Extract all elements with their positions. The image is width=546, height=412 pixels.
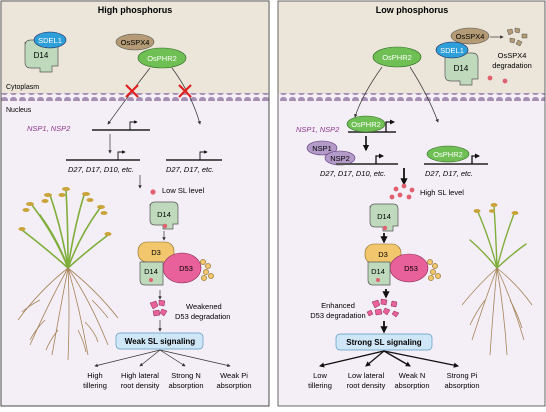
panel-title: High phosphorus <box>98 5 173 15</box>
d53-note-2-right: D53 degradation <box>310 311 365 320</box>
svg-text:D14: D14 <box>377 212 391 221</box>
d53-note-2: D53 degradation <box>175 312 230 321</box>
svg-text:SDEL1: SDEL1 <box>440 46 464 55</box>
svg-text:D14: D14 <box>144 267 158 276</box>
blocked-arrow-1 <box>107 67 151 125</box>
svg-text:D14: D14 <box>34 51 49 60</box>
svg-text:NSP2: NSP2 <box>330 154 350 163</box>
svg-text:OsPHR2: OsPHR2 <box>433 150 463 159</box>
svg-text:absorption: absorption <box>444 381 479 390</box>
svg-text:root density: root density <box>121 381 160 390</box>
d53-note-1-right: Enhanced <box>321 301 355 310</box>
svg-text:D53: D53 <box>404 264 418 273</box>
cytoplasm-label: Cytoplasm <box>6 84 39 91</box>
d-genes-right: D27, D17, etc. <box>166 165 214 174</box>
d-genes-right-right: D27, D17, etc. <box>425 169 473 178</box>
nsp-genes-right: NSP1, NSP2 <box>296 125 340 134</box>
signaling-box <box>115 332 204 350</box>
sl-level: Low SL level <box>162 186 205 195</box>
signaling-label-right: Strong SL signaling <box>346 338 422 347</box>
outcomes-right: Low tillering Low lateral root density W… <box>308 371 479 390</box>
svg-text:NSP1: NSP1 <box>312 144 332 153</box>
svg-text:OsPHR2: OsPHR2 <box>351 120 381 129</box>
panel-title-right: Low phosphorus <box>376 5 449 15</box>
osspx4-fragments <box>506 27 528 47</box>
d14-protein-2: D14 <box>149 201 179 230</box>
svg-text:D14: D14 <box>454 64 469 73</box>
outcomes: High tillering High lateral root density… <box>83 371 251 390</box>
sl-molecules-cyto <box>487 75 508 84</box>
osphr2-on-dna-2: OsPHR2 <box>426 145 470 163</box>
svg-text:Weak N: Weak N <box>399 371 426 380</box>
d53-fragments-right <box>366 298 400 318</box>
osspx4-degradation-2: degradation <box>492 61 532 70</box>
d3-d14-d53-complex-right: D3 D53 D14 <box>364 243 441 286</box>
svg-text:Strong N: Strong N <box>171 371 201 380</box>
panel-low-phosphorus: Low phosphorus OsPHR2 OsSPX4 OsSPX4 degr… <box>277 0 546 407</box>
sdel1-protein-right: SDEL1 <box>435 41 469 59</box>
cell-membrane-right <box>278 93 545 101</box>
svg-text:OsSPX4: OsSPX4 <box>456 32 485 41</box>
sl-level-right: High SL level <box>420 188 464 197</box>
sl-molecules <box>389 183 415 200</box>
svg-text:D3: D3 <box>378 250 388 259</box>
svg-text:Low: Low <box>313 371 327 380</box>
d-genes-left: D27, D17, D10, etc. <box>68 165 134 174</box>
svg-text:Weak Pi: Weak Pi <box>220 371 248 380</box>
rice-plant-icon <box>17 187 119 361</box>
osspx4-protein: OsSPX4 <box>115 33 155 51</box>
svg-text:root density: root density <box>347 381 386 390</box>
red-cross-2 <box>178 84 192 98</box>
d53-fragments <box>149 299 168 317</box>
svg-text:D3: D3 <box>151 248 161 257</box>
svg-text:Low lateral: Low lateral <box>348 371 385 380</box>
signaling-box-right <box>335 333 433 351</box>
sdel1-protein: SDEL1 <box>33 31 67 49</box>
osphr2-on-dna: OsPHR2 <box>346 115 386 133</box>
d14-protein-right-2: D14 <box>369 203 399 232</box>
d3-d14-d53-complex: D3 D53 D14 <box>137 241 214 286</box>
nsp-genes: NSP1, NSP2 <box>27 124 71 133</box>
osphr2-protein-right: OsPHR2 <box>372 46 422 68</box>
svg-text:OsSPX4: OsSPX4 <box>121 38 150 47</box>
svg-text:High lateral: High lateral <box>121 371 159 380</box>
red-cross-1 <box>125 84 139 98</box>
d53-note-1: Weakened <box>186 302 222 311</box>
sl-molecule <box>150 189 156 195</box>
d-genes-left-right: D27, D17, D10, etc. <box>320 169 386 178</box>
svg-text:absorption: absorption <box>168 381 203 390</box>
svg-text:absorption: absorption <box>216 381 251 390</box>
nsp1-protein: NSP1 <box>306 140 338 156</box>
osspx4-protein-right: OsSPX4 <box>450 27 490 45</box>
svg-text:D53: D53 <box>179 264 193 273</box>
osphr2-protein: OsPHR2 <box>137 47 187 69</box>
svg-text:tillering: tillering <box>308 381 332 390</box>
svg-text:tillering: tillering <box>83 381 107 390</box>
svg-text:D14: D14 <box>157 210 171 219</box>
osspx4-degradation-1: OsSPX4 <box>498 51 527 60</box>
svg-text:absorption: absorption <box>394 381 429 390</box>
panel-high-phosphorus: High phosphorus Cytoplasm Nucleus D14 SD… <box>0 0 270 407</box>
nucleus-label: Nucleus <box>6 107 32 114</box>
svg-text:OsPHR2: OsPHR2 <box>382 53 412 62</box>
svg-text:OsPHR2: OsPHR2 <box>147 54 177 63</box>
svg-text:High: High <box>87 371 102 380</box>
nsp2-protein: NSP2 <box>324 150 356 166</box>
svg-text:D14: D14 <box>371 267 385 276</box>
svg-text:Strong Pi: Strong Pi <box>447 371 478 380</box>
signaling-label: Weak SL signaling <box>125 337 196 346</box>
rice-plant-icon-right <box>461 203 533 356</box>
cell-membrane <box>1 93 269 101</box>
svg-text:SDEL1: SDEL1 <box>38 36 62 45</box>
